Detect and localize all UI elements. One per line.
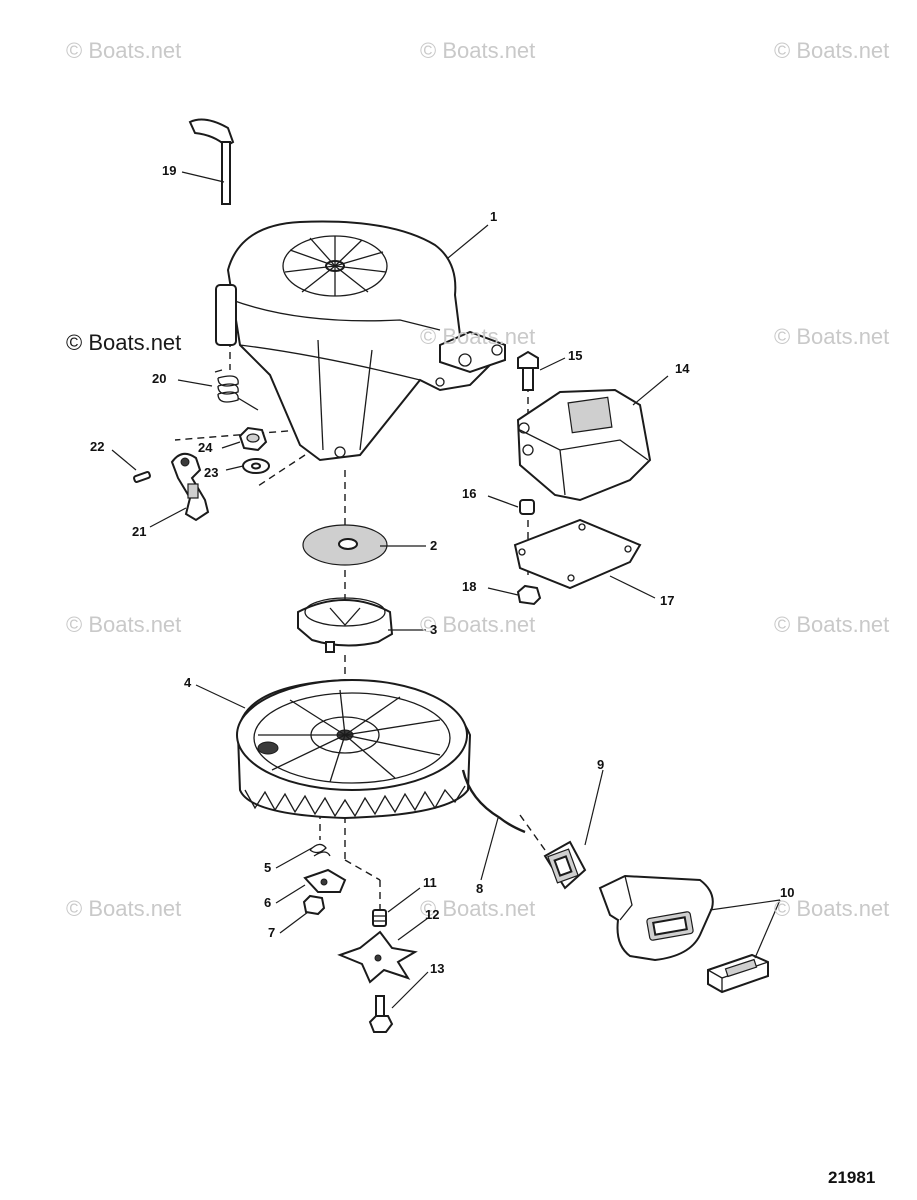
- part-13-bolt: [368, 995, 394, 1033]
- watermark: © Boats.net: [420, 896, 536, 921]
- callout-9: 9: [597, 757, 605, 772]
- part-17-gasket: [513, 518, 642, 590]
- callout-1: 1: [490, 209, 498, 224]
- part-24-nut: [238, 426, 268, 452]
- part-23-washer: [242, 458, 270, 474]
- part-10-handle: [598, 874, 714, 962]
- part-6-pawl: [303, 868, 347, 893]
- part-11-spacer: [372, 909, 387, 927]
- part-20-spring: [214, 369, 259, 411]
- callout-22: 22: [90, 439, 105, 454]
- callout-11: 11: [423, 875, 437, 890]
- part-21-lever: [170, 452, 210, 522]
- callout-19: 19: [162, 163, 177, 178]
- part-12-plate: [337, 930, 418, 984]
- watermark: © Boats.net: [774, 38, 890, 63]
- part-15-bolt: [517, 350, 539, 391]
- callout-18: 18: [462, 579, 477, 594]
- callout-3: 3: [430, 622, 438, 637]
- watermark: © Boats.net: [774, 896, 890, 921]
- part-14-bracket: [516, 388, 652, 502]
- part-9-grommet: [543, 840, 587, 890]
- part-16-spacer: [519, 499, 535, 515]
- callout-17: 17: [660, 593, 675, 608]
- leader-lines: [111, 171, 781, 1009]
- part-3-spring-cup: [297, 597, 394, 653]
- callout-12: 12: [425, 907, 440, 922]
- housing-fan-rosette: [282, 235, 388, 297]
- callout-10: 10: [780, 885, 795, 900]
- callout-21: 21: [132, 524, 147, 539]
- watermark: © Boats.net: [774, 324, 890, 349]
- part-22-pin: [133, 471, 151, 483]
- part-1-starter-housing: [215, 220, 506, 462]
- callout-14: 14: [675, 361, 690, 376]
- part-2-friction-disk: [302, 524, 388, 566]
- callout-16: 16: [462, 486, 477, 501]
- part-7-nut: [302, 894, 326, 916]
- part-5-pawl-spring: [309, 843, 331, 857]
- watermark: © Boats.net: [774, 612, 890, 637]
- watermark: © Boats.net: [420, 324, 536, 349]
- watermark: © Boats.net: [66, 896, 182, 921]
- watermark: © Boats.net: [66, 38, 182, 63]
- callout-15: 15: [568, 348, 583, 363]
- callout-8: 8: [476, 881, 484, 896]
- watermark: © Boats.net: [420, 38, 536, 63]
- callout-7: 7: [268, 925, 276, 940]
- watermark: © Boats.net: [66, 612, 182, 637]
- watermark: © Boats.net: [420, 612, 536, 637]
- callout-24: 24: [198, 440, 213, 455]
- callout-5: 5: [264, 860, 272, 875]
- part-4-pulley: [236, 678, 526, 834]
- part-10-handle-insert: [707, 953, 769, 994]
- part-18-nut: [516, 584, 542, 606]
- drawing-number: 21981: [828, 1168, 876, 1187]
- callout-4: 4: [184, 675, 192, 690]
- part-19-lever-rod: [188, 118, 235, 205]
- callout-20: 20: [152, 371, 167, 386]
- callout-2: 2: [430, 538, 438, 553]
- watermark: © Boats.net: [66, 330, 182, 355]
- callout-23: 23: [204, 465, 219, 480]
- callout-13: 13: [430, 961, 445, 976]
- callout-6: 6: [264, 895, 272, 910]
